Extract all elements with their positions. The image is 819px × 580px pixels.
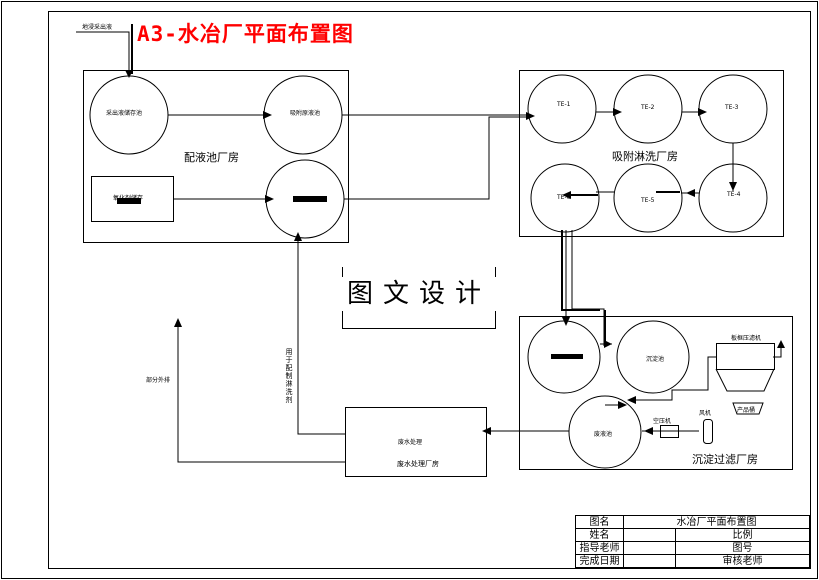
settling-pool-label: 沉淀池 — [646, 356, 665, 363]
stamp-text: 图文设计 — [346, 279, 491, 309]
tb-label-scale: 比例 — [675, 528, 810, 542]
inlet-label: 地浸采出液 — [82, 24, 113, 31]
building-fei-shui — [345, 407, 487, 477]
tower-te6-label: TE-6 — [557, 194, 571, 201]
tb-value-date — [623, 554, 676, 568]
adsorb-pool-label: 吸附原液池 — [290, 110, 321, 117]
tower-te1-label: TE-1 — [557, 101, 571, 108]
oxidant-label: 氧化剂储存 — [113, 195, 144, 202]
settling-pool-circle — [616, 320, 690, 394]
mixer-bar — [293, 196, 327, 202]
filter-press-label: 板框压滤机 — [731, 335, 762, 342]
tower-te4-label: TE-4 — [727, 191, 741, 198]
tb-label-author: 姓名 — [575, 528, 624, 542]
reuse-note: 用于配制淋洗剂 — [285, 348, 293, 404]
settling-bar — [551, 354, 583, 359]
tower-te5-label: TE-5 — [641, 197, 655, 204]
building-pei-ye — [83, 70, 349, 243]
tb-label-date: 完成日期 — [575, 554, 624, 568]
filter-press-body — [716, 343, 775, 370]
tb-label-advisor: 指导老师 — [575, 541, 624, 555]
room-label-xi-fu: 吸附淋洗厂房 — [612, 150, 678, 163]
tb-label-reviewer: 审核老师 — [675, 554, 810, 568]
room-label-chen-dian: 沉淀过滤厂房 — [692, 453, 758, 466]
tb-label-name: 图名 — [575, 515, 624, 529]
tb-value-author — [623, 528, 676, 542]
design-stamp: 图文设计 — [336, 267, 502, 329]
tower-te6-circle — [530, 163, 600, 233]
oxidant-bar — [117, 198, 141, 204]
tower-te1-circle — [527, 74, 597, 144]
waste-pool-label: 废液池 — [594, 431, 613, 438]
raw-pool-label: 采出液储存池 — [106, 110, 143, 117]
title-block: 图名 水冶厂平面布置图 姓名 比例 指导老师 图号 完成日期 审核老师 — [575, 515, 810, 568]
tb-value-advisor — [623, 541, 676, 555]
inner-border — [48, 11, 811, 569]
building-chen-dian — [519, 316, 793, 470]
fan-body — [703, 419, 713, 444]
tb-label-drawing-no: 图号 — [675, 541, 810, 555]
room-label-fei-shui: 废水处理厂房 — [397, 460, 439, 468]
room-label-pei-ye: 配液池厂房 — [184, 151, 239, 164]
product-bin — [732, 402, 764, 415]
waste-treat-label: 废水处理 — [398, 439, 423, 446]
tower-te5-circle — [613, 163, 683, 233]
drawing-title: A3-水冶厂平面布置图 — [137, 22, 354, 46]
tower-te2-label: TE-2 — [641, 104, 655, 111]
filter-press-hopper — [715, 368, 775, 392]
compressor-label: 空压机 — [653, 418, 672, 425]
discharge-note: 部分外排 — [146, 377, 171, 384]
product-bin-label: 产品桶 — [737, 407, 756, 414]
tb-value-name: 水冶厂平面布置图 — [623, 515, 810, 529]
waste-pool-circle — [568, 395, 642, 469]
oxidant-box — [91, 176, 174, 222]
tower-te3-label: TE-3 — [725, 104, 739, 111]
inlet-line — [76, 31, 130, 74]
fan-label: 风机 — [699, 410, 712, 417]
building-xi-fu — [519, 70, 784, 237]
